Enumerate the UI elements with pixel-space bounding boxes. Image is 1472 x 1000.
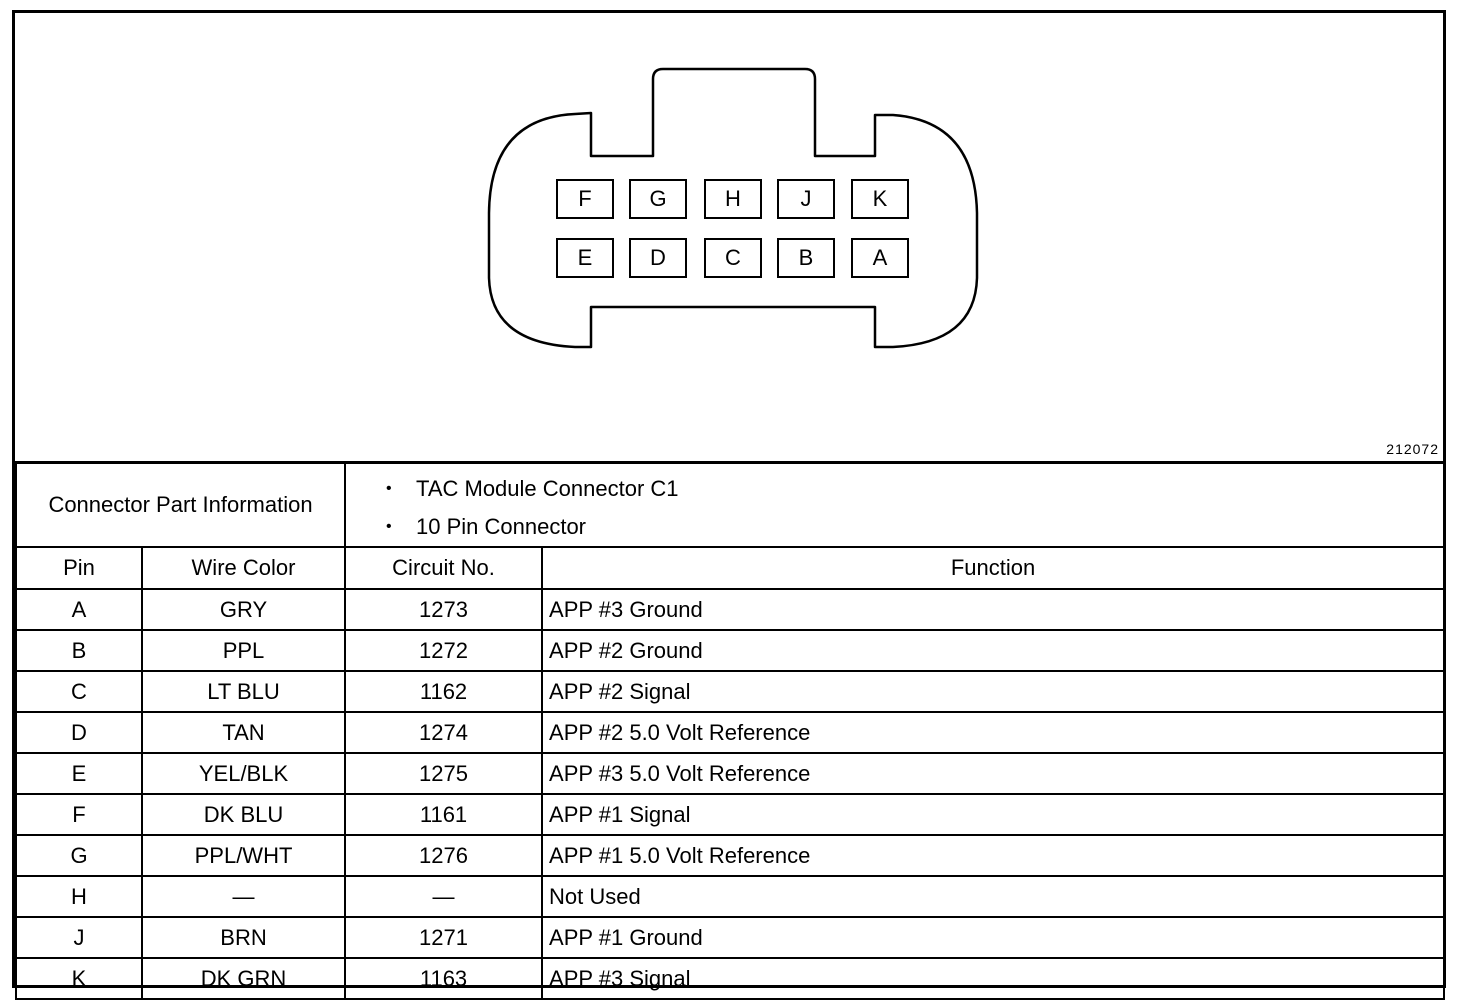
cell-function: APP #3 Signal xyxy=(541,957,1446,1000)
cell-function: APP #1 5.0 Volt Reference xyxy=(541,834,1446,877)
pin-f: F xyxy=(556,179,614,219)
header-circuit: Circuit No. xyxy=(344,546,544,590)
pin-a: A xyxy=(851,238,909,278)
cell-function: APP #1 Signal xyxy=(541,793,1446,836)
cell-pin: G xyxy=(15,834,143,877)
cell-wire-color: PPL/WHT xyxy=(140,834,347,877)
table-row: H——Not Used xyxy=(15,875,1446,918)
cell-pin: D xyxy=(15,711,143,754)
connector-table: Connector Part Information TAC Module Co… xyxy=(14,461,1446,1000)
cell-circuit: 1275 xyxy=(344,752,544,795)
cell-wire-color: DK GRN xyxy=(140,957,347,1000)
pin-c: C xyxy=(704,238,762,278)
cell-wire-color: GRY xyxy=(140,588,347,631)
cell-circuit: 1272 xyxy=(344,629,544,672)
pin-g: G xyxy=(629,179,687,219)
cell-circuit: 1276 xyxy=(344,834,544,877)
table-header: Pin Wire Color Circuit No. Function xyxy=(15,546,1446,590)
header-function: Function xyxy=(541,546,1446,590)
cell-circuit: 1162 xyxy=(344,670,544,713)
cell-wire-color: LT BLU xyxy=(140,670,347,713)
cell-function: APP #2 5.0 Volt Reference xyxy=(541,711,1446,754)
cell-circuit: 1274 xyxy=(344,711,544,754)
header-pin: Pin xyxy=(15,546,143,590)
cell-wire-color: TAN xyxy=(140,711,347,754)
part-info-cell: TAC Module Connector C1 10 Pin Connector xyxy=(344,461,1446,548)
part-info-item: 10 Pin Connector xyxy=(386,508,1443,546)
pin-d: D xyxy=(629,238,687,278)
cell-function: APP #3 Ground xyxy=(541,588,1446,631)
cell-function: APP #2 Signal xyxy=(541,670,1446,713)
cell-circuit: 1273 xyxy=(344,588,544,631)
figure-number: 212072 xyxy=(1386,441,1439,457)
cell-circuit: 1271 xyxy=(344,916,544,959)
cell-wire-color: — xyxy=(140,875,347,918)
cell-circuit: — xyxy=(344,875,544,918)
cell-pin: E xyxy=(15,752,143,795)
cell-function: APP #2 Ground xyxy=(541,629,1446,672)
cell-pin: C xyxy=(15,670,143,713)
pin-b: B xyxy=(777,238,835,278)
part-info-item: TAC Module Connector C1 xyxy=(386,470,1443,508)
header-wire-color: Wire Color xyxy=(140,546,347,590)
cell-pin: F xyxy=(15,793,143,836)
cell-wire-color: PPL xyxy=(140,629,347,672)
part-info-list: TAC Module Connector C1 10 Pin Connector xyxy=(346,464,1443,546)
cell-function: Not Used xyxy=(541,875,1446,918)
part-info-row: Connector Part Information TAC Module Co… xyxy=(14,461,1446,548)
pin-j: J xyxy=(777,179,835,219)
cell-circuit: 1161 xyxy=(344,793,544,836)
cell-circuit: 1163 xyxy=(344,957,544,1000)
cell-wire-color: YEL/BLK xyxy=(140,752,347,795)
pin-h: H xyxy=(704,179,762,219)
connector-outline xyxy=(487,67,979,349)
cell-wire-color: DK BLU xyxy=(140,793,347,836)
cell-wire-color: BRN xyxy=(140,916,347,959)
pin-k: K xyxy=(851,179,909,219)
cell-function: APP #1 Ground xyxy=(541,916,1446,959)
cell-pin: A xyxy=(15,588,143,631)
cell-pin: K xyxy=(15,957,143,1000)
cell-function: APP #3 5.0 Volt Reference xyxy=(541,752,1446,795)
pin-e: E xyxy=(556,238,614,278)
cell-pin: H xyxy=(15,875,143,918)
cell-pin: J xyxy=(15,916,143,959)
part-info-label: Connector Part Information xyxy=(14,461,347,548)
cell-pin: B xyxy=(15,629,143,672)
